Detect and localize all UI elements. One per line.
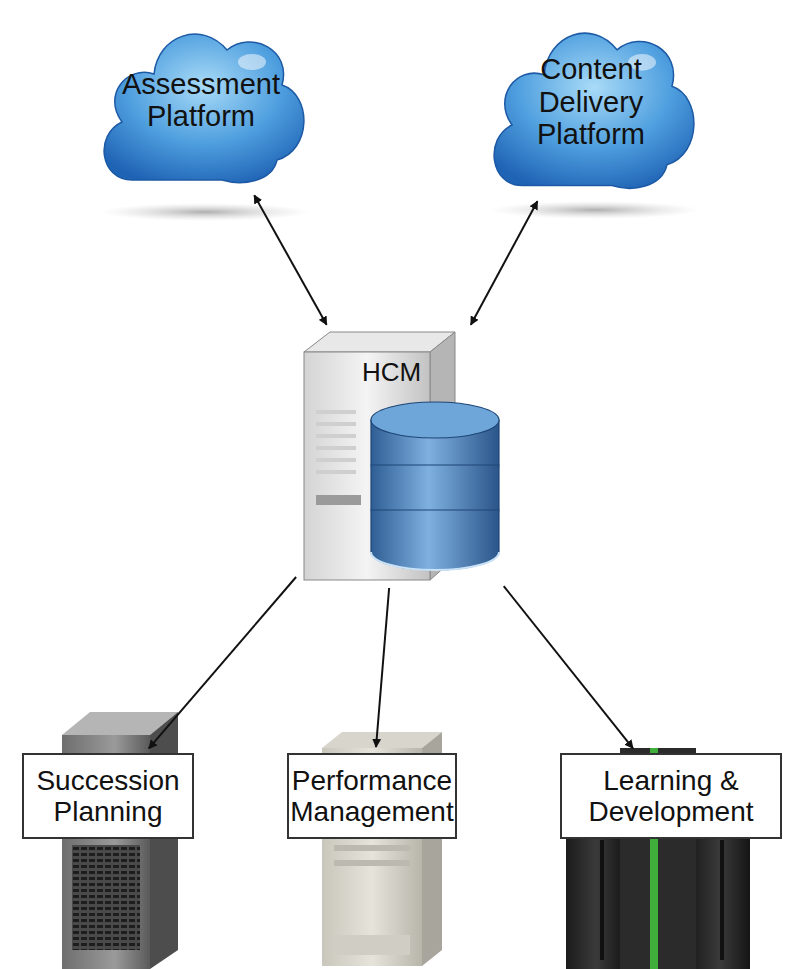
- connector-arrow: [376, 588, 389, 747]
- cloud-platform: Content Delivery Platform: [482, 8, 700, 196]
- cloud-shadow: [490, 201, 700, 219]
- system-label-box: Learning & Development: [560, 753, 782, 839]
- node-text: Content Delivery Platform: [521, 53, 661, 150]
- node-text: Performance Management: [290, 765, 453, 828]
- node-text: Assessment Platform: [114, 68, 289, 133]
- rack-server: [62, 712, 178, 969]
- connector-arrow: [504, 586, 633, 748]
- server-node: HCM: [300, 330, 500, 582]
- connector-arrow: [471, 201, 538, 324]
- connector-arrow: [149, 577, 296, 748]
- cloud-shadow: [100, 203, 310, 221]
- system-label-box: Performance Management: [287, 753, 457, 839]
- cloud-platform: Assessment Platform: [92, 10, 310, 190]
- node-text: HCM: [362, 358, 421, 387]
- system-label-box: Succession Planning: [22, 753, 194, 839]
- connector-arrow: [254, 195, 326, 325]
- node-text: Learning & Development: [570, 765, 772, 828]
- node-text: Succession Planning: [32, 765, 184, 828]
